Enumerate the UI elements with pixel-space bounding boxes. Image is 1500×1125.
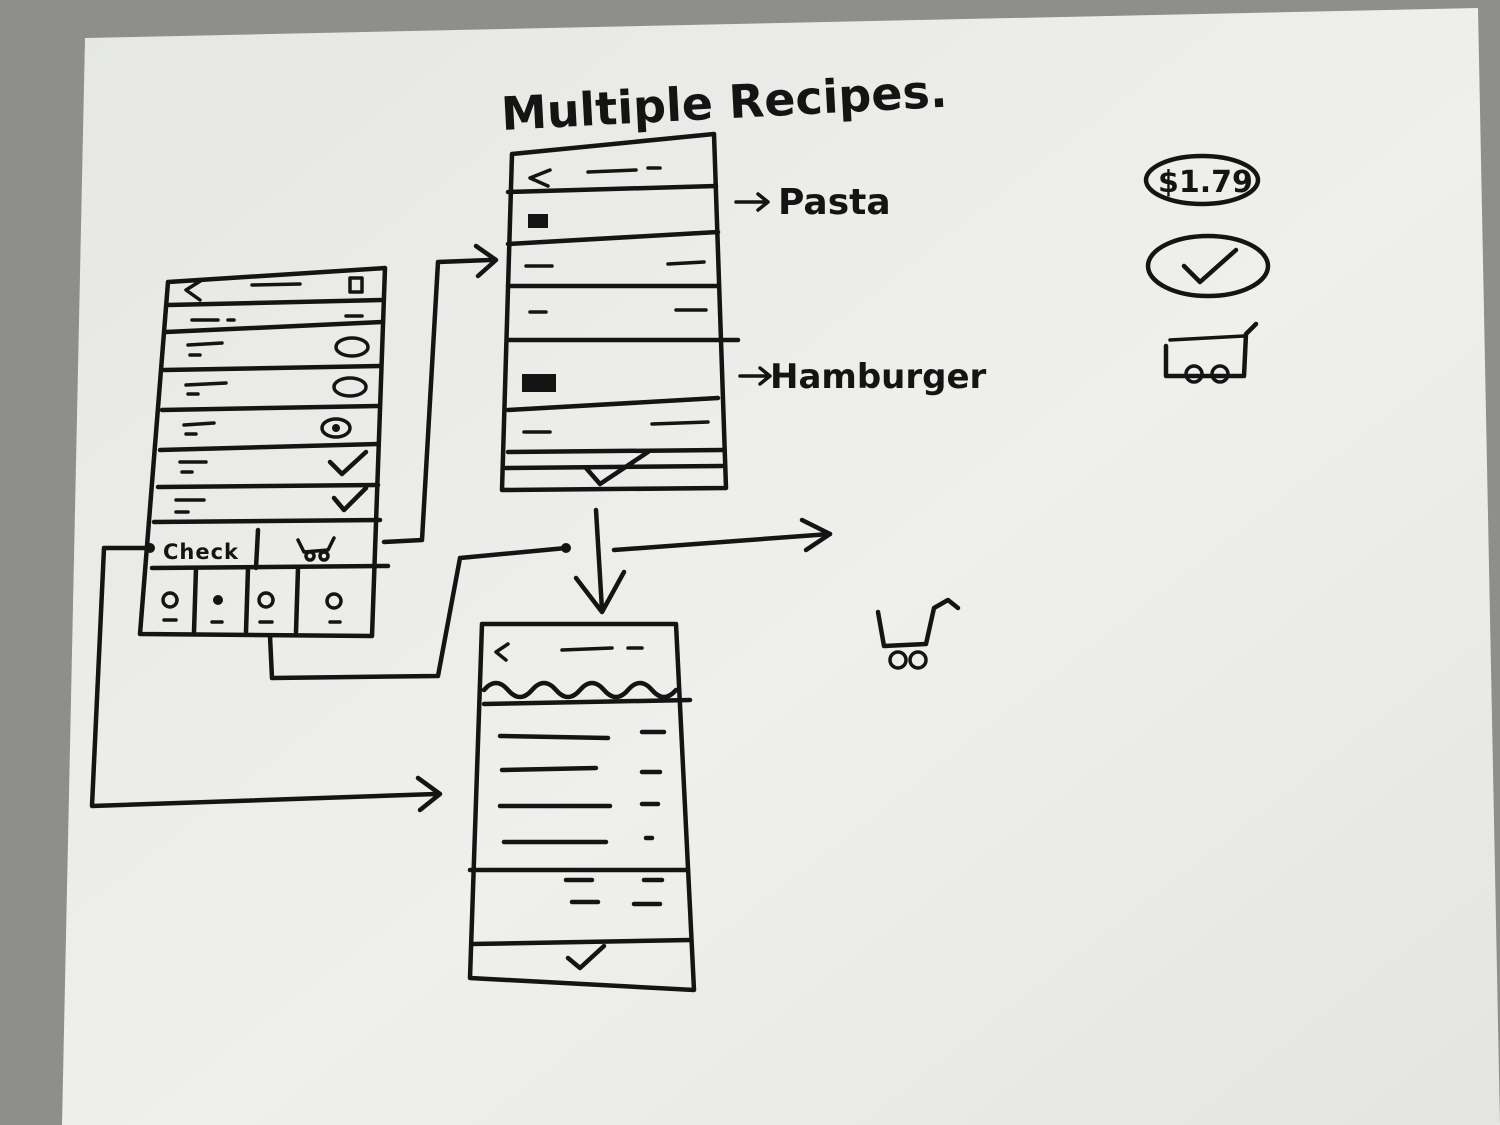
- check-icon: [327, 449, 369, 477]
- icon-legend: $1.79: [875, 153, 1271, 670]
- cart-icon: [875, 597, 961, 670]
- back-arrow-icon: [528, 168, 552, 188]
- label-arrow: [738, 366, 772, 386]
- back-arrow-icon: [184, 278, 204, 302]
- label-hamburger: Hamburger: [770, 357, 987, 397]
- check-icon: [565, 943, 607, 971]
- tab-icon: [213, 595, 223, 605]
- square-icon: [348, 276, 364, 294]
- recipe-thumbnail: [528, 214, 548, 228]
- cart-icon: [296, 536, 336, 562]
- price-label: $1.79: [1158, 165, 1253, 200]
- radio-selected-icon: [320, 417, 352, 439]
- check-icon: [331, 485, 369, 513]
- check-badge-icon: [1145, 233, 1271, 299]
- tab-icon: [161, 591, 179, 609]
- check-icon: [583, 449, 651, 487]
- label-pasta: Pasta: [778, 182, 891, 223]
- radio-empty-icon: [334, 336, 370, 358]
- tab-icon: [325, 592, 343, 610]
- flow-arrows: [89, 243, 833, 813]
- phone-cart-screen: [467, 621, 697, 993]
- phone-recipes-screen: [499, 131, 741, 493]
- paper-sheet: [62, 8, 1500, 1125]
- price-badge: [1143, 153, 1261, 207]
- wavy-divider: [481, 680, 679, 700]
- cart-icon: [1163, 321, 1259, 384]
- back-arrow-icon: [494, 642, 510, 662]
- label-arrow: [734, 192, 770, 212]
- recipe-thumbnail: [522, 374, 556, 392]
- check-button-label: Check: [163, 540, 239, 564]
- tab-icon: [257, 591, 275, 609]
- radio-empty-icon: [332, 376, 368, 398]
- phone-list-screen: Check: [137, 265, 391, 639]
